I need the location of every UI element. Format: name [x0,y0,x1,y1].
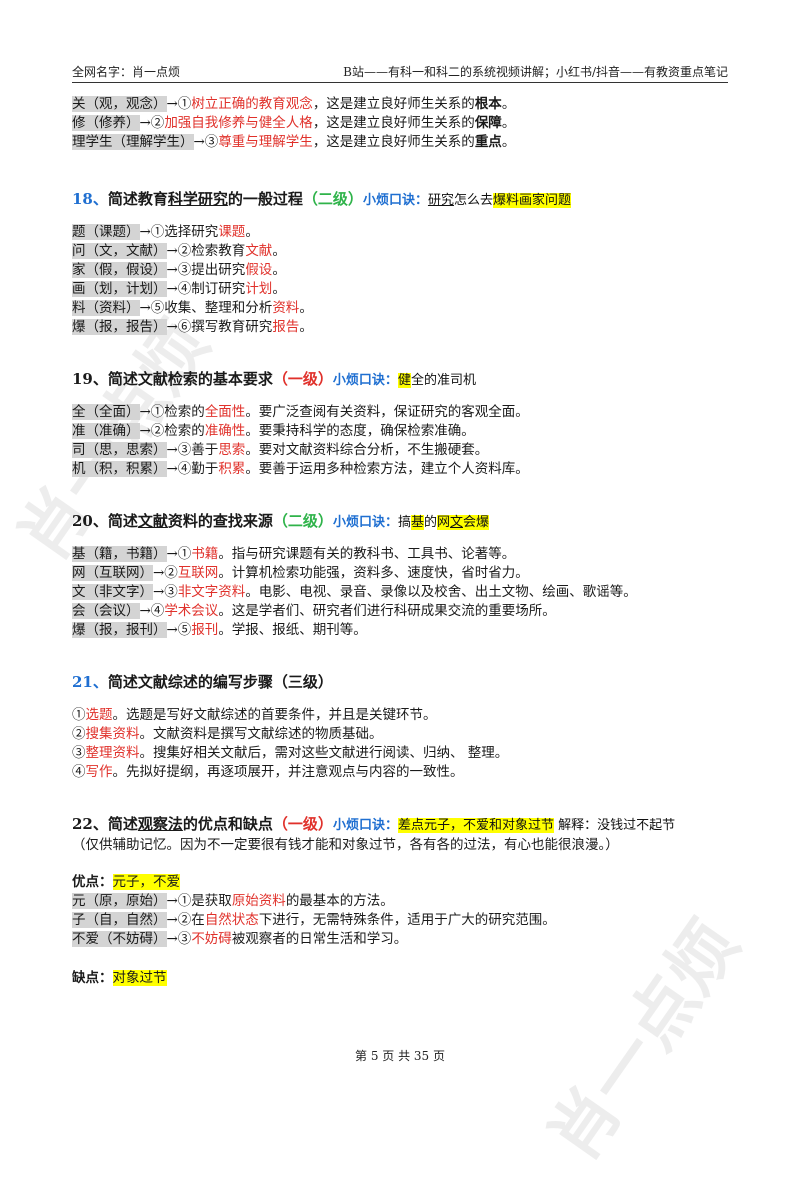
page-content: 关（观，观念）→①树立正确的教育观念，这是建立良好师生关系的根本。 修（修养）→… [72,95,728,988]
list-item: 网（互联网）→②互联网。计算机检索功能强，资料多、速度快，省时省力。 [72,565,529,581]
section-heading-22: 22、简述观察法的优点和缺点（一级）小烦口诀：差点元子，不爱和对象过节 解释：没… [72,815,676,833]
list-item: 修（修养）→②加强自我修养与健全人格，这是建立良好师生关系的保障。 [72,115,516,131]
intro-block: 关（观，观念）→①树立正确的教育观念，这是建立良好师生关系的根本。 修（修养）→… [72,95,728,152]
advantages-label: 优点：元子，不爱 [72,874,180,890]
header-author: 全网名字：肖一点烦 [72,65,181,79]
page-header: 全网名字：肖一点烦 B站——有科一和科二的系统视频讲解；小红书/抖音——有教资重… [72,58,728,83]
list-item: 关（观，观念）→①树立正确的教育观念，这是建立良好师生关系的根本。 [72,96,516,112]
list-item: 基（籍，书籍）→①书籍。指与研究课题有关的教科书、工具书、论著等。 [72,546,516,562]
list-item: 准（准确）→②检索的准确性。要秉持科学的态度，确保检索准确。 [72,423,475,439]
list-item: 画（划，计划）→④制订研究计划。 [72,281,286,297]
list-item: ①选题。选题是写好文献综述的首要条件，并且是关键环节。 [72,707,437,723]
section-heading-18: 18、简述教育科学研究的一般过程（二级）小烦口诀：研究怎么去爆料画家问题 [72,190,571,208]
list-item: 不爱（不妨碍）→③不妨碍被观察者的日常生活和学习。 [72,931,408,947]
list-item: 机（积，积累）→④勤于积累。要善于运用多种检索方法，建立个人资料库。 [72,461,529,477]
list-item: 家（假，假设）→③提出研究假设。 [72,262,286,278]
list-item: ④写作。先拟好提纲，再逐项展开，并注意观点与内容的一致性。 [72,764,464,780]
list-item: 会（会议）→④学术会议。这是学者们、研究者们进行科研成果交流的重要场所。 [72,603,556,619]
header-platforms: B站——有科一和科二的系统视频讲解；小红书/抖音——有教资重点笔记 [343,65,728,79]
list-item: 文（非文字）→③非文字资料。电影、电视、录音、录像以及校舍、出土文物、绘画、歌谣… [72,584,637,600]
list-item: 问（文，文献）→②检索教育文献。 [72,243,286,259]
list-item: 爆（报，报告）→⑥撰写教育研究报告。 [72,319,313,335]
section-heading-21: 21、简述文献综述的编写步骤（三级） [72,673,333,691]
note: （仅供辅助记忆。因为不一定要很有钱才能和对象过节，各有各的过法，有心也能很浪漫。… [72,837,619,853]
disadvantages-label: 缺点：对象过节 [72,970,167,986]
list-item: ②搜集资料。文献资料是撰写文献综述的物质基础。 [72,726,383,742]
section-heading-19: 19、简述文献检索的基本要求（一级）小烦口诀：健全的准司机 [72,370,476,388]
page-number: 第 5 页 共 35 页 [355,1049,445,1063]
list-item: 料（资料）→⑤收集、整理和分析资料。 [72,300,313,316]
section-heading-20: 20、简述文献资料的查找来源（二级）小烦口诀：搞基的网文会爆 [72,512,490,530]
list-item: 元（原，原始）→①是获取原始资料的最基本的方法。 [72,893,394,909]
list-item: 司（思，思索）→③善于思索。要对文献资料综合分析，不生搬硬套。 [72,442,489,458]
list-item: 爆（报，报刊）→⑤报刊。学报、报纸、期刊等。 [72,622,367,638]
list-item: 题（课题）→①选择研究课题。 [72,224,259,240]
list-item: ③整理资料。搜集好相关文献后，需对这些文献进行阅读、归纳、 整理。 [72,745,509,761]
list-item: 子（自，自然）→②在自然状态下进行，无需特殊条件，适用于广大的研究范围。 [72,912,556,928]
list-item: 理学生（理解学生）→③尊重与理解学生，这是建立良好师生关系的重点。 [72,134,516,150]
list-item: 全（全面）→①检索的全面性。要广泛查阅有关资料，保证研究的客观全面。 [72,404,529,420]
